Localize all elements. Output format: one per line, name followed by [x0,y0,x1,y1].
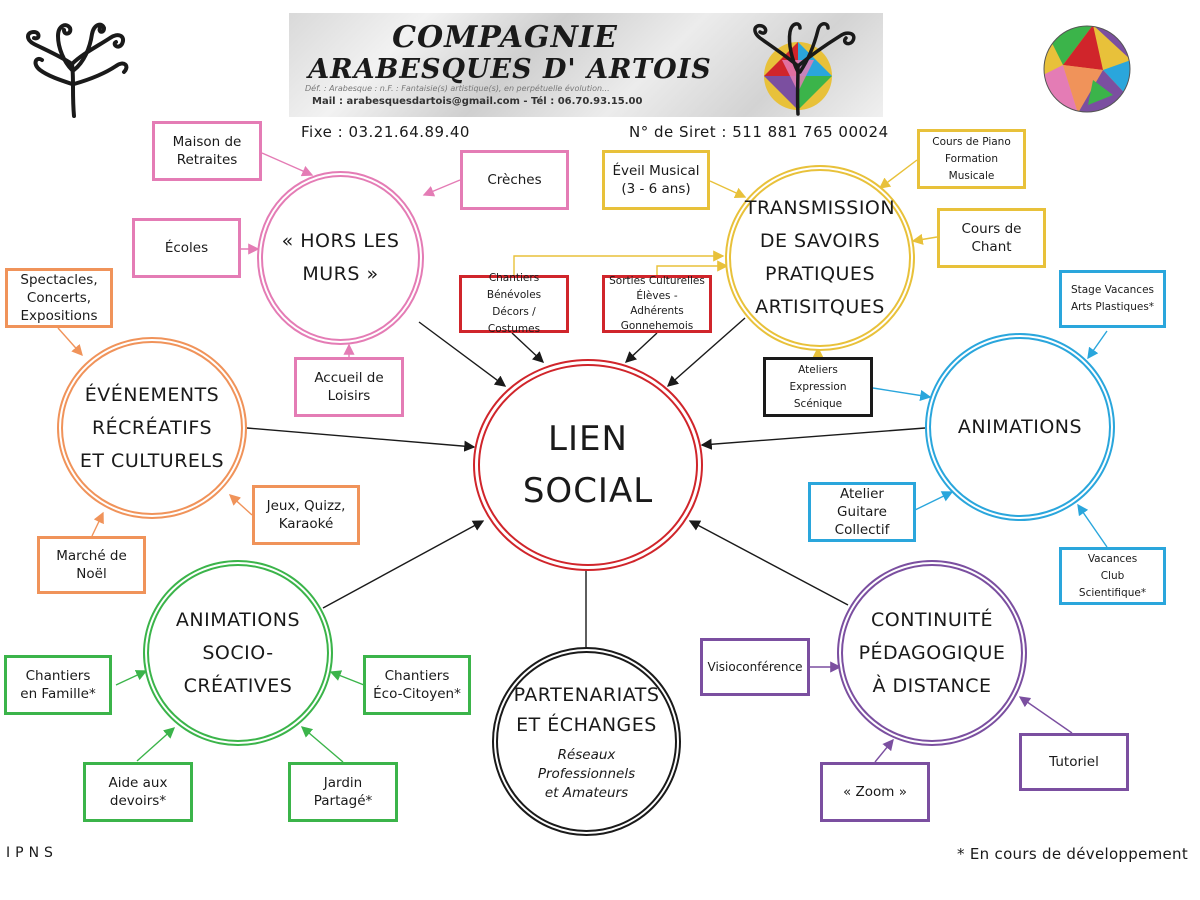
mosaic-circle-icon [1043,25,1131,113]
leaf-marche-noel: Marché de Noël [37,536,146,594]
hub-animations: ANIMATIONS [925,333,1115,521]
leaf-creches: Crèches [460,150,569,210]
leaf-tutoriel: Tutoriel [1019,733,1129,791]
hub-animations-socio-creatives: ANIMATIONS SOCIO- CRÉATIVES [143,560,333,746]
hub-partenariats: PARTENARIATS ET ÉCHANGES Réseaux Profess… [492,647,681,836]
leaf-sorties-culturelles: Sorties Culturelles Élèves - Adhérents G… [602,275,712,333]
hub-hors-les-murs: « HORS LES MURS » [257,171,424,345]
hub-sublabel: Réseaux Professionnels et Amateurs [537,747,636,801]
leaf-atelier-guitare: Atelier Guitare Collectif [808,482,916,542]
hub-evenements: ÉVÉNEMENTS RÉCRÉATIFS ET CULTURELS [57,337,247,519]
hub-label: « HORS LES MURS » [281,230,400,285]
hub-transmission: TRANSMISSION DE SAVOIRS PRATIQUES ARTISI… [725,165,915,351]
brand-tagline: Déf. : Arabesque : n.F. : Fantaisie(s) a… [305,84,610,93]
leaf-vacances-club: Vacances Club Scientifique* [1059,547,1166,605]
brand-contact: Mail : arabesquesdartois@gmail.com - Tél… [312,96,643,107]
leaf-chantiers-famille: Chantiers en Famille* [4,655,112,715]
spiral-tree-icon [26,22,129,118]
leaf-ateliers-expression: Ateliers Expression Scénique [763,357,873,417]
center-title: LIEN SOCIAL [522,419,654,511]
leaf-visioconference: Visioconférence [700,638,810,696]
brand-title-line2: ARABESQUES D' ARTOIS [308,54,712,85]
leaf-aide-devoirs: Aide aux devoirs* [83,762,193,822]
leaf-accueil-loisirs: Accueil de Loisirs [294,357,404,417]
leaf-eveil-musical: Éveil Musical (3 - 6 ans) [602,150,710,210]
leaf-jeux-quizz: Jeux, Quizz, Karaoké [252,485,360,545]
leaf-ecoles: Écoles [132,218,241,278]
hub-label: ANIMATIONS SOCIO- CRÉATIVES [175,608,301,697]
hub-label: ANIMATIONS [957,415,1083,438]
footer-note: * En cours de développement [957,845,1189,863]
leaf-chantiers-benevoles: Chantiers Bénévoles Décors / Costumes [459,272,569,335]
hub-label: TRANSMISSION DE SAVOIRS PRATIQUES ARTISI… [744,197,896,318]
footer-left-text: IPNS [6,845,58,861]
leaf-cours-chant: Cours de Chant [937,208,1046,268]
leaf-zoom: « Zoom » [820,762,930,822]
leaf-cours-piano: Cours de Piano Formation Musicale [917,129,1026,189]
leaf-chantiers-eco: Chantiers Éco-Citoyen* [363,655,471,715]
leaf-maison-retraites: Maison de Retraites [152,121,262,181]
footer-ipns: IPNS [6,845,58,861]
hub-continuite-pedagogique: CONTINUITÉ PÉDAGOGIQUE À DISTANCE [837,560,1027,746]
center-node: LIEN SOCIAL [473,359,703,571]
leaf-jardin-partage: Jardin Partagé* [288,762,398,822]
leaf-spectacles: Spectacles, Concerts, Expositions [5,268,113,328]
leaf-stage-vacances: Stage Vacances Arts Plastiques* [1059,270,1166,328]
siret-number: N° de Siret : 511 881 765 00024 [629,123,889,141]
hub-label: ÉVÉNEMENTS RÉCRÉATIFS ET CULTURELS [79,383,225,472]
colorful-tree-icon [753,22,856,116]
brand-title-line1: COMPAGNIE [392,20,618,55]
hub-label: CONTINUITÉ PÉDAGOGIQUE À DISTANCE [858,608,1006,697]
phone-fixed: Fixe : 03.21.64.89.40 [301,123,470,141]
hub-label: PARTENARIATS ET ÉCHANGES [513,684,660,736]
